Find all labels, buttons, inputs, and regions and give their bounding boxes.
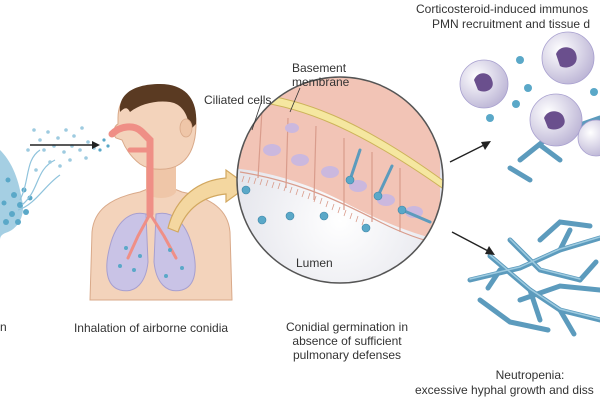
lumen-label: Lumen (296, 256, 333, 270)
corticosteroid-caption-line2: PMN recruitment and tissue d (432, 17, 591, 31)
germination-caption-line1: Conidial germination in (285, 320, 409, 334)
hyphae-mass (451, 219, 600, 337)
conidiophore-illustration (0, 126, 100, 240)
basement-label-line2: membrane (292, 75, 350, 89)
human-figure (89, 84, 233, 301)
pmn-arrow-head (481, 141, 491, 150)
pmn-arrow-line (449, 143, 487, 163)
basement-label-line1: Basement (292, 61, 347, 75)
ciliated-cells-label: Ciliated cells (204, 93, 272, 107)
inhalation-caption: Inhalation of airborne conidia (73, 321, 229, 335)
corticosteroid-caption-line1: Corticosteroid-induced immunos (416, 2, 589, 16)
germination-caption-line2: absence of sufficient (292, 334, 402, 348)
germination-caption-line3: pulmonary defenses (292, 348, 402, 362)
neutropenia-arrow-head (485, 246, 495, 255)
neutropenia-caption-line1: Neutropenia: (495, 368, 565, 382)
conidia-caption-fragment: n (0, 320, 7, 334)
pmn-cluster (449, 31, 600, 183)
magnified-airway (236, 76, 444, 284)
neutropenia-caption-line2: excessive hyphal growth and diss (415, 383, 594, 397)
neutropenia-arrow-line (451, 231, 491, 253)
inhalation-arrow-head (92, 141, 100, 149)
